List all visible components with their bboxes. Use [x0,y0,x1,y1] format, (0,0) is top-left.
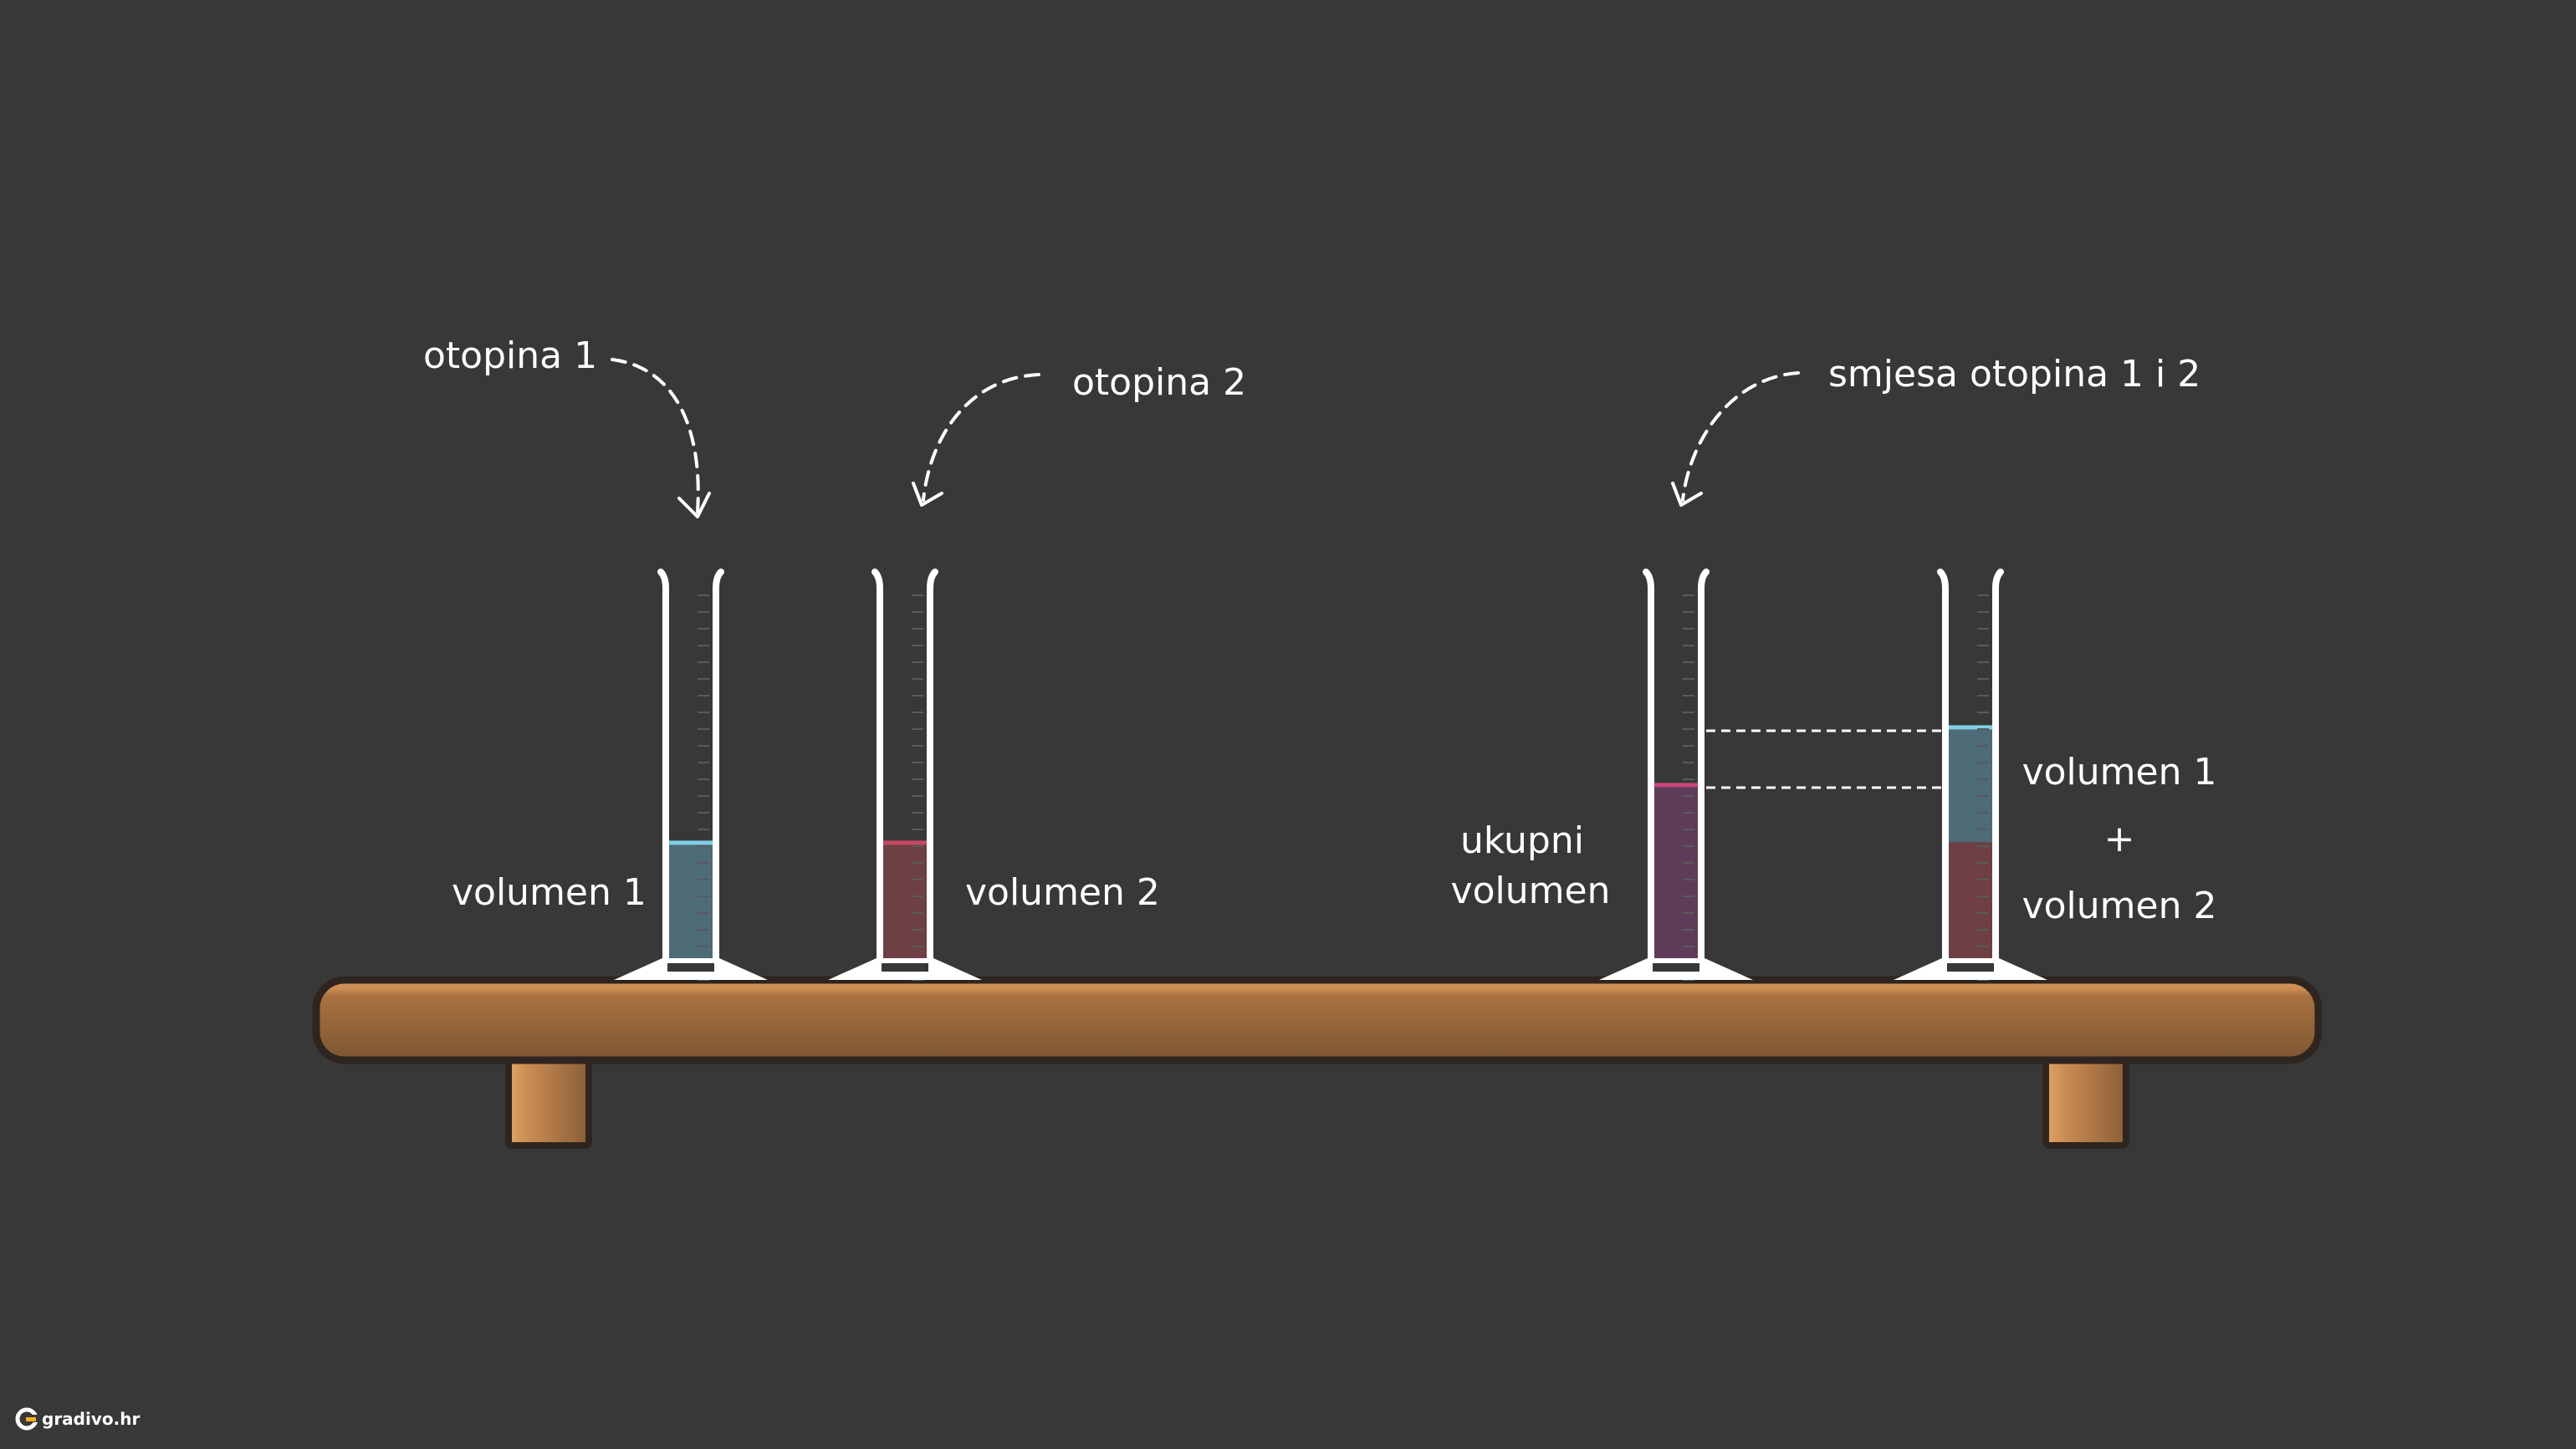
liquid-surface [666,840,716,845]
arrows [611,358,1800,513]
cylinder-base-inner [1947,963,1994,972]
cylinder-mixture [1599,569,1753,981]
cylinder-solution-1 [614,569,768,981]
label-sum-volumen-1: volumen 1 [2022,751,2217,793]
lab-table [312,976,2323,1149]
label-sum-volumen-2: volumen 2 [2022,885,2217,927]
cylinder-base-inner [667,963,714,972]
label-smjesa: smjesa otopina 1 i 2 [1828,353,2200,395]
label-volumen-1: volumen 1 [452,871,647,914]
brand-logo[interactable]: gradivo.hr [15,1407,140,1431]
label-otopina-2: otopina 2 [1072,361,1246,404]
arrow-mixture [1681,371,1800,502]
liquid-solution1 [666,842,716,962]
liquid-surface [1945,725,1996,730]
liquid-solution2 [880,842,930,962]
liquid-surface [880,840,930,845]
arrowhead-otopina-1 [677,492,711,518]
label-ukupni-volumen: volumen [1451,870,1611,912]
liquid-solution2 [1945,842,1996,962]
glass-wall-left [1937,569,1949,965]
gradivo-logo-icon [15,1407,40,1431]
arrow-otopina-1 [611,358,700,513]
glass-wall-left [657,569,669,965]
table-leg-left [505,1048,592,1149]
arrowhead-mixture [1671,482,1703,507]
glass-wall-right [927,569,938,965]
cylinder-sum [1894,569,2047,981]
label-otopina-1: otopina 1 [423,334,597,377]
liquid-mixture [1651,784,1701,962]
cylinder-solution-2 [828,569,982,981]
label-sum-plus: + [2104,818,2135,860]
liquid-surface [1651,783,1701,788]
arrow-otopina-2 [922,373,1040,502]
glass-wall-left [871,569,883,965]
arrowhead-otopina-2 [912,482,943,507]
cylinder-base-inner [882,963,928,972]
glass-wall-right [1698,569,1710,965]
cylinder-base-inner [1653,963,1699,972]
label-volumen-2: volumen 2 [965,871,1160,914]
glass-wall-left [1643,569,1654,965]
label-ukupni: ukupni [1460,819,1584,862]
arrowheads [677,482,1703,518]
table-leg-right [2042,1048,2129,1149]
brand-text: gradivo.hr [42,1409,140,1429]
table-top [312,976,2323,1064]
cylinders-group [614,569,2047,981]
liquid-solution1 [1945,727,1996,843]
glass-wall-right [713,569,724,965]
comparison-lines [1706,729,1942,789]
glass-wall-right [1992,569,2004,965]
